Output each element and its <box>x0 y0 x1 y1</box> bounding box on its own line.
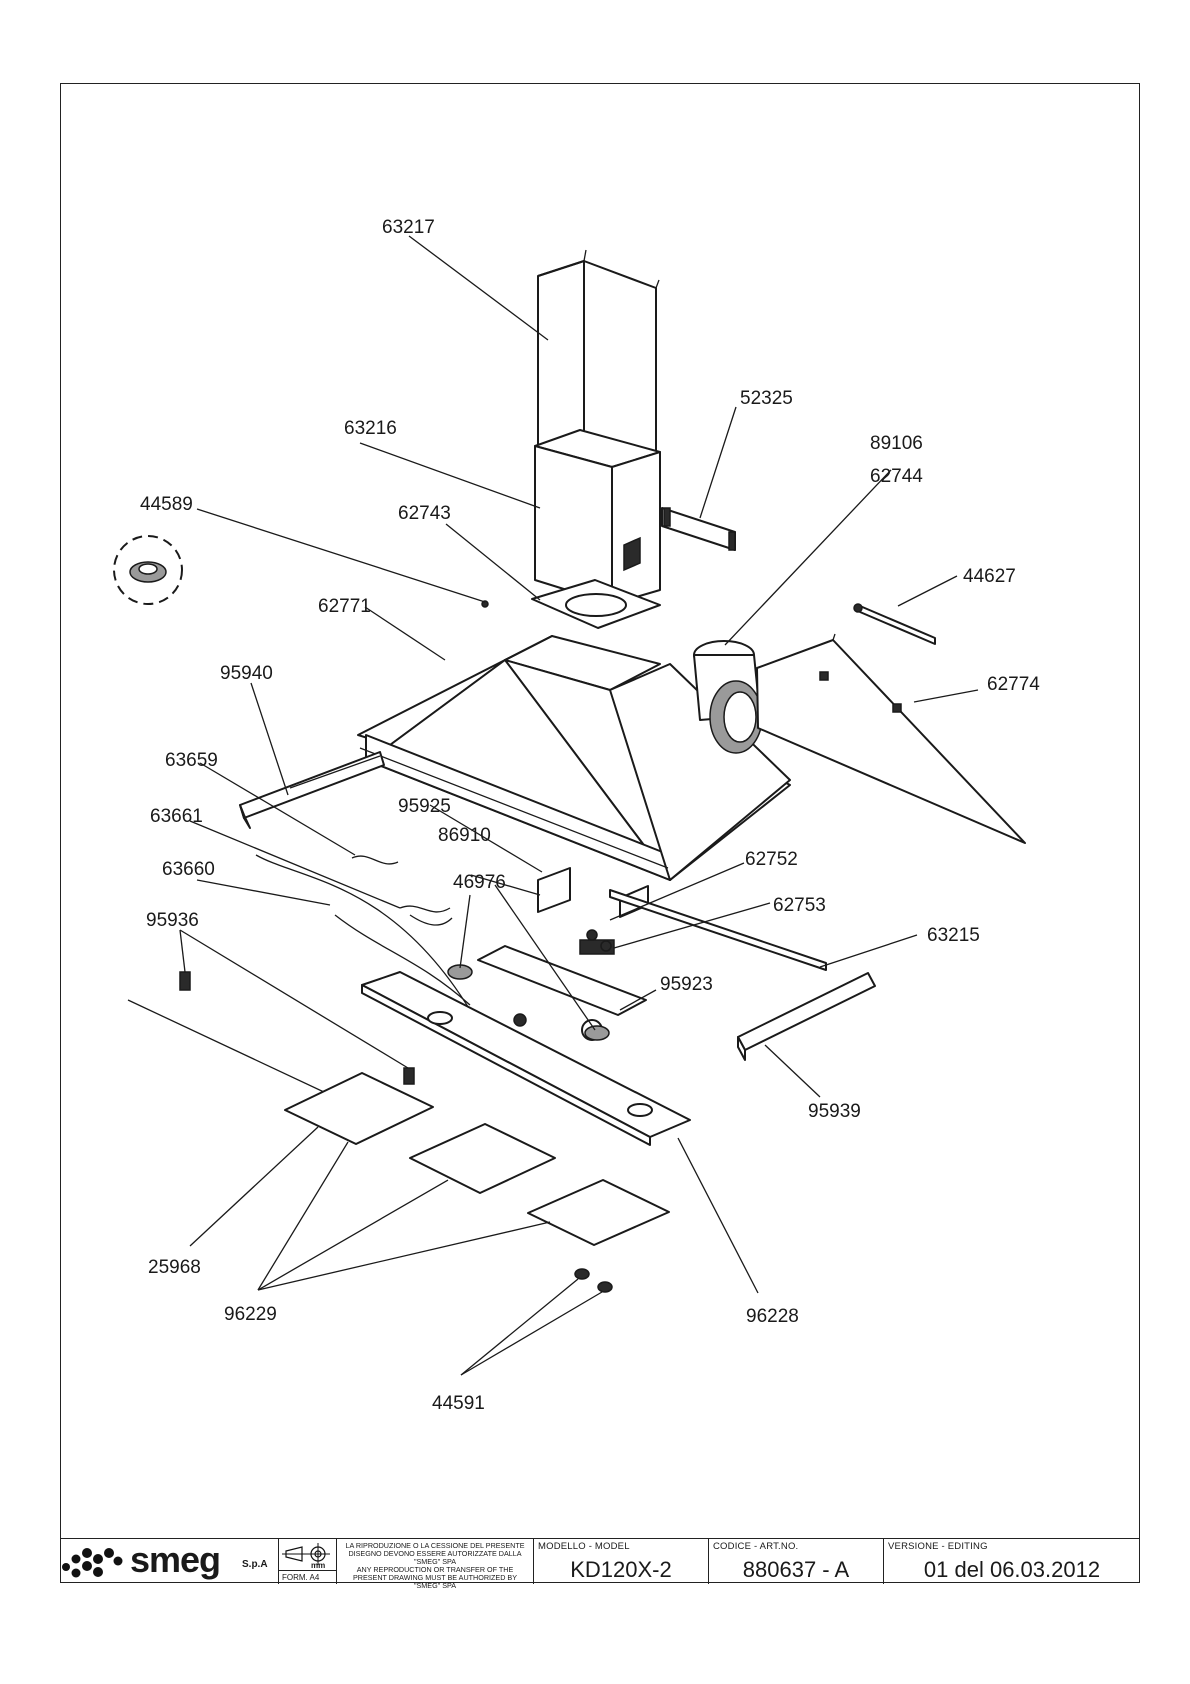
leader-lines <box>179 235 979 1376</box>
switch-block <box>579 929 615 955</box>
form-label: FORM. A4 <box>282 1573 320 1582</box>
callout-63217: 63217 <box>382 217 435 238</box>
callout-95923: 95923 <box>660 974 713 995</box>
projection-cell: mm FORM. A4 <box>278 1539 336 1584</box>
callout-89106: 89106 <box>870 433 923 454</box>
motor-fan <box>693 640 763 754</box>
callout-25968: 25968 <box>148 1257 201 1278</box>
cable-63660 <box>255 854 471 1011</box>
callout-62743: 62743 <box>398 503 451 524</box>
callout-95939: 95939 <box>808 1101 861 1122</box>
callout-63216: 63216 <box>344 418 397 439</box>
version-value: 01 del 06.03.2012 <box>923 1557 1101 1582</box>
model-label: MODELLO - MODEL <box>538 1541 630 1552</box>
model-value: KD120X-2 <box>570 1557 672 1582</box>
callout-52325: 52325 <box>740 388 793 409</box>
callout-95936: 95936 <box>146 910 199 931</box>
brand-logo: smeg S.p.A <box>60 1539 278 1584</box>
callout-63659: 63659 <box>165 750 218 771</box>
callout-44589: 44589 <box>140 494 193 515</box>
lamp-holders <box>447 964 610 1041</box>
copyright-italian: LA RIPRODUZIONE O LA CESSIONE DEL PRESEN… <box>345 1541 525 1566</box>
callout-95925: 95925 <box>398 796 451 817</box>
grease-filters <box>284 1072 670 1246</box>
cable-63660-b <box>334 914 471 1006</box>
callout-96228: 96228 <box>746 1306 799 1327</box>
hood-body <box>357 635 791 881</box>
drawing-frame <box>60 83 1140 1583</box>
callout-63661: 63661 <box>150 806 203 827</box>
screws <box>574 1268 613 1293</box>
callout-62774: 62774 <box>987 674 1040 695</box>
copyright-cell: LA RIPRODUZIONE O LA CESSIONE DEL PRESEN… <box>336 1539 533 1590</box>
callout-62744: 62744 <box>870 466 923 487</box>
logo-mark-icon <box>62 1548 123 1578</box>
cable-63659 <box>351 855 399 865</box>
front-handle <box>737 972 876 1061</box>
cable-harness-63661 <box>399 905 453 926</box>
callout-62771: 62771 <box>318 596 371 617</box>
chimney-upper-part <box>537 249 660 471</box>
callout-44627: 44627 <box>963 566 1016 587</box>
brand-name: smeg <box>130 1539 221 1580</box>
callout-63660: 63660 <box>162 859 215 880</box>
brand-suffix: S.p.A <box>242 1559 268 1570</box>
lamp-holder-bracket <box>537 867 649 918</box>
callout-86910: 86910 <box>438 825 491 846</box>
projection-symbol-icon <box>282 1543 330 1565</box>
title-block: smeg S.p.A mm FORM. A4 LA RIPRODUZIONE O… <box>60 1538 1140 1590</box>
front-strip <box>609 889 827 971</box>
back-panel <box>756 633 1026 844</box>
chimney-flange <box>531 579 661 629</box>
copyright-english: ANY REPRODUCTION OR TRANSFER OF THE PRES… <box>352 1565 517 1590</box>
chimney-lower-part <box>534 429 661 605</box>
callout-95940: 95940 <box>220 663 273 684</box>
bottom-pan <box>361 971 691 1146</box>
filter-rod <box>127 999 359 1109</box>
callout-62752: 62752 <box>745 849 798 870</box>
callout-62753: 62753 <box>773 895 826 916</box>
callout-96229: 96229 <box>224 1304 277 1325</box>
side-guide-left <box>239 751 385 829</box>
model-cell: MODELLO - MODEL KD120X-2 <box>533 1539 708 1584</box>
version-label: VERSIONE - EDITING <box>888 1541 988 1552</box>
version-cell: VERSIONE - EDITING 01 del 06.03.2012 <box>883 1539 1140 1584</box>
callout-46976: 46976 <box>453 872 506 893</box>
side-rail <box>853 603 936 645</box>
spacer-detail <box>113 535 489 608</box>
code-value: 880637 - A <box>742 1557 850 1582</box>
unit-label: mm <box>311 1561 326 1570</box>
callout-63215: 63215 <box>927 925 980 946</box>
code-label: CODICE - ART.NO. <box>713 1541 799 1552</box>
code-cell: CODICE - ART.NO. 880637 - A <box>708 1539 883 1584</box>
wall-bracket <box>661 507 736 551</box>
callout-44591: 44591 <box>432 1393 485 1414</box>
